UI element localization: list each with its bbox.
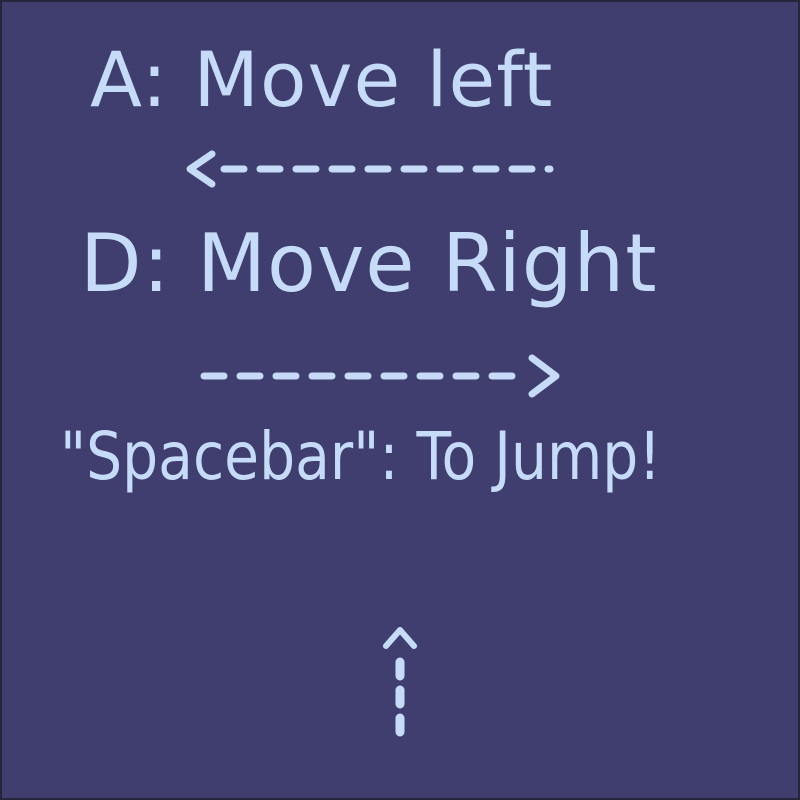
- dashed-arrow-left-icon: [186, 150, 554, 188]
- jump-instruction: "Spacebar": To Jump!: [60, 418, 662, 495]
- move-right-instruction: D: Move Right: [80, 217, 658, 310]
- dashed-arrow-right-icon: [200, 354, 560, 398]
- dashed-arrow-up-icon: [383, 627, 417, 747]
- move-left-instruction: A: Move left: [90, 35, 554, 124]
